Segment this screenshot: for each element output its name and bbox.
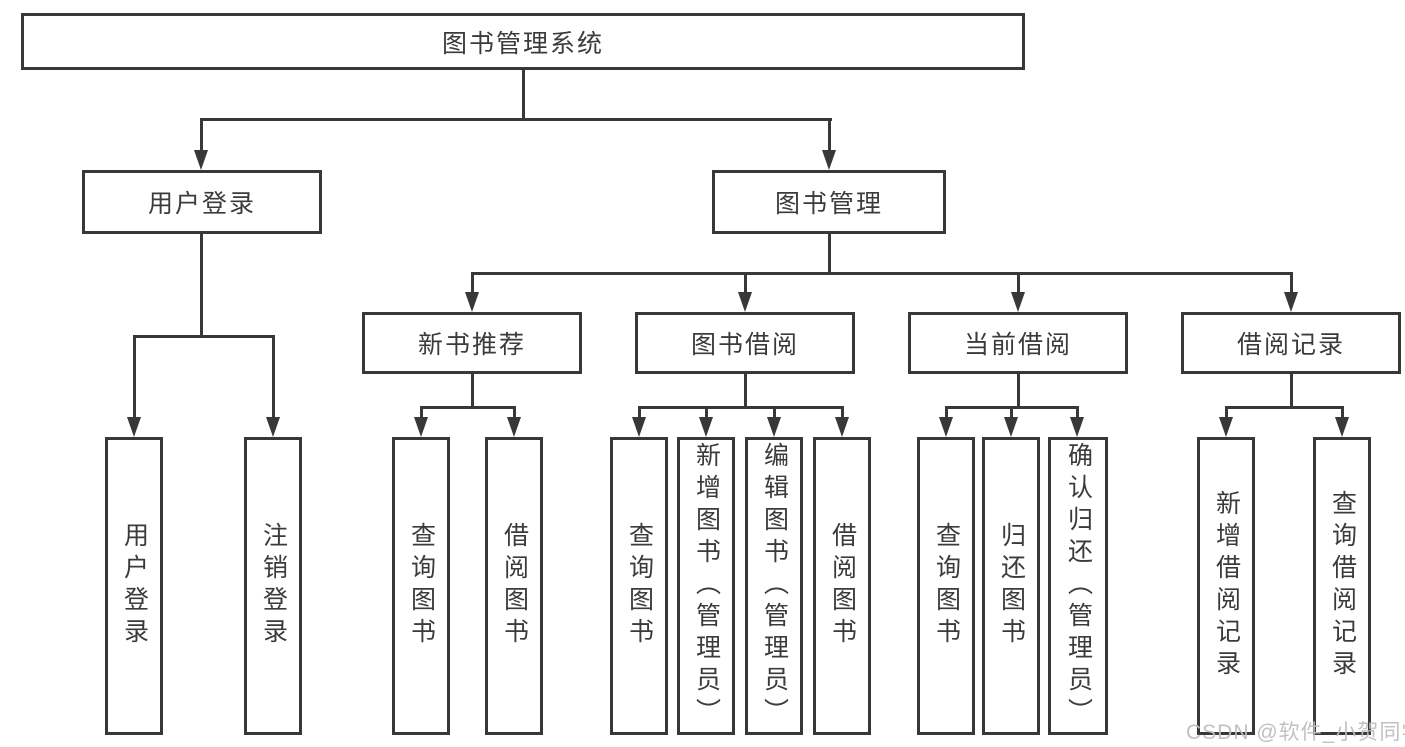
- connector-arm-bb-add: [705, 406, 708, 419]
- connector-arm-current-borrow: [1017, 272, 1020, 294]
- arrowhead-nb-query: [414, 417, 428, 437]
- arrowhead-br-query: [1335, 417, 1349, 437]
- connector-arm-bb-edit: [773, 406, 776, 419]
- node-current-borrow: 当前借阅: [908, 312, 1128, 374]
- node-leaf-confirm-return-admin: 确认归还（管理员）: [1048, 437, 1108, 735]
- arrowhead-leaf-user-login: [127, 417, 141, 437]
- arrowhead-bb-borrow: [835, 417, 849, 437]
- arrowhead-br-add: [1219, 417, 1233, 437]
- node-label: 确认归还（管理员）: [1064, 442, 1093, 730]
- connector-arm-br-add: [1225, 406, 1228, 419]
- node-leaf-query-book-2: 查询图书: [610, 437, 668, 735]
- node-new-book-recommend: 新书推荐: [362, 312, 582, 374]
- connector-arm-br-query: [1341, 406, 1344, 419]
- node-leaf-add-book-admin: 新增图书（管理员）: [677, 437, 735, 735]
- connector-book-management-stem: [828, 234, 831, 272]
- node-book-borrow: 图书借阅: [635, 312, 855, 374]
- connector-arm-leaf-logout: [272, 335, 275, 419]
- arrowhead-current-borrow: [1011, 292, 1025, 312]
- node-label: 查询图书: [932, 522, 961, 650]
- connector-arm-leaf-user-login: [133, 335, 136, 419]
- node-label: 编辑图书（管理员）: [760, 442, 789, 730]
- arrowhead-cb-query: [939, 417, 953, 437]
- node-leaf-logout: 注销登录: [244, 437, 302, 735]
- connector-arm-book-management: [828, 118, 831, 154]
- connector-borrow-records-stem: [1290, 374, 1293, 406]
- node-root-library-system: 图书管理系统: [21, 13, 1025, 70]
- node-label: 新增图书（管理员）: [692, 442, 721, 730]
- node-label: 借阅图书: [828, 522, 857, 650]
- connector-arm-nb-query: [420, 406, 423, 419]
- node-label: 图书管理系统: [441, 29, 604, 58]
- node-leaf-query-book-1: 查询图书: [392, 437, 450, 735]
- connector-arm-new-book: [471, 272, 474, 294]
- node-leaf-add-borrow-record: 新增借阅记录: [1197, 437, 1255, 735]
- connector-arm-cb-query: [945, 406, 948, 419]
- connector-borrow-records-bar: [1225, 406, 1344, 409]
- node-leaf-borrow-book-2: 借阅图书: [813, 437, 871, 735]
- node-label: 新书推荐: [417, 331, 526, 359]
- arrowhead-borrow-records: [1284, 292, 1298, 312]
- arrowhead-bb-query: [632, 417, 646, 437]
- connector-book-borrow-stem: [744, 374, 747, 406]
- node-label: 当前借阅: [963, 331, 1072, 359]
- connector-arm-cb-confirm: [1076, 406, 1079, 419]
- connector-arm-bb-borrow: [841, 406, 844, 419]
- node-label: 借阅记录: [1236, 331, 1345, 359]
- arrowhead-book-borrow: [738, 292, 752, 312]
- arrowhead-leaf-logout: [266, 417, 280, 437]
- connector-root-bar: [200, 118, 832, 121]
- connector-arm-bb-query: [638, 406, 641, 419]
- node-leaf-query-borrow-record: 查询借阅记录: [1313, 437, 1371, 735]
- node-label: 用户登录: [147, 190, 256, 218]
- connector-current-borrow-stem: [1017, 374, 1020, 406]
- connector-book-borrow-bar: [638, 406, 844, 409]
- node-book-management: 图书管理: [712, 170, 946, 234]
- connector-new-book-stem: [471, 374, 474, 406]
- node-label: 查询图书: [407, 522, 436, 650]
- arrowhead-nb-borrow: [507, 417, 521, 437]
- node-borrow-records: 借阅记录: [1181, 312, 1401, 374]
- connector-root-stem: [522, 70, 525, 118]
- connector-arm-nb-borrow: [513, 406, 516, 419]
- connector-arm-book-borrow: [744, 272, 747, 294]
- arrowhead-bb-edit: [767, 417, 781, 437]
- node-leaf-return-book: 归还图书: [982, 437, 1040, 735]
- connector-arm-cb-return: [1010, 406, 1013, 419]
- node-leaf-query-book-3: 查询图书: [917, 437, 975, 735]
- node-label: 查询借阅记录: [1328, 490, 1357, 682]
- connector-new-book-bar: [420, 406, 516, 409]
- node-label: 查询图书: [625, 522, 654, 650]
- arrowhead-book-management: [822, 150, 836, 170]
- node-label: 借阅图书: [500, 522, 529, 650]
- node-leaf-user-login: 用户登录: [105, 437, 163, 735]
- connector-book-management-bar: [471, 272, 1293, 275]
- node-label: 新增借阅记录: [1212, 490, 1241, 682]
- node-leaf-edit-book-admin: 编辑图书（管理员）: [745, 437, 803, 735]
- node-label: 注销登录: [259, 522, 288, 650]
- connector-user-login-stem: [200, 234, 203, 335]
- node-label: 图书借阅: [690, 331, 799, 359]
- node-label: 图书管理: [774, 190, 883, 218]
- connector-arm-borrow-records: [1290, 272, 1293, 294]
- node-label: 归还图书: [997, 522, 1026, 650]
- arrowhead-user-login: [194, 150, 208, 170]
- arrowhead-cb-return: [1004, 417, 1018, 437]
- arrowhead-bb-add: [699, 417, 713, 437]
- connector-arm-user-login: [200, 118, 203, 154]
- csdn-watermark: CSDN @软件_小贺同学: [1186, 721, 1405, 744]
- node-user-login: 用户登录: [82, 170, 322, 234]
- node-leaf-borrow-book-1: 借阅图书: [485, 437, 543, 735]
- arrowhead-cb-confirm: [1070, 417, 1084, 437]
- connector-user-login-bar: [133, 335, 275, 338]
- node-label: 用户登录: [120, 522, 149, 650]
- arrowhead-new-book: [465, 292, 479, 312]
